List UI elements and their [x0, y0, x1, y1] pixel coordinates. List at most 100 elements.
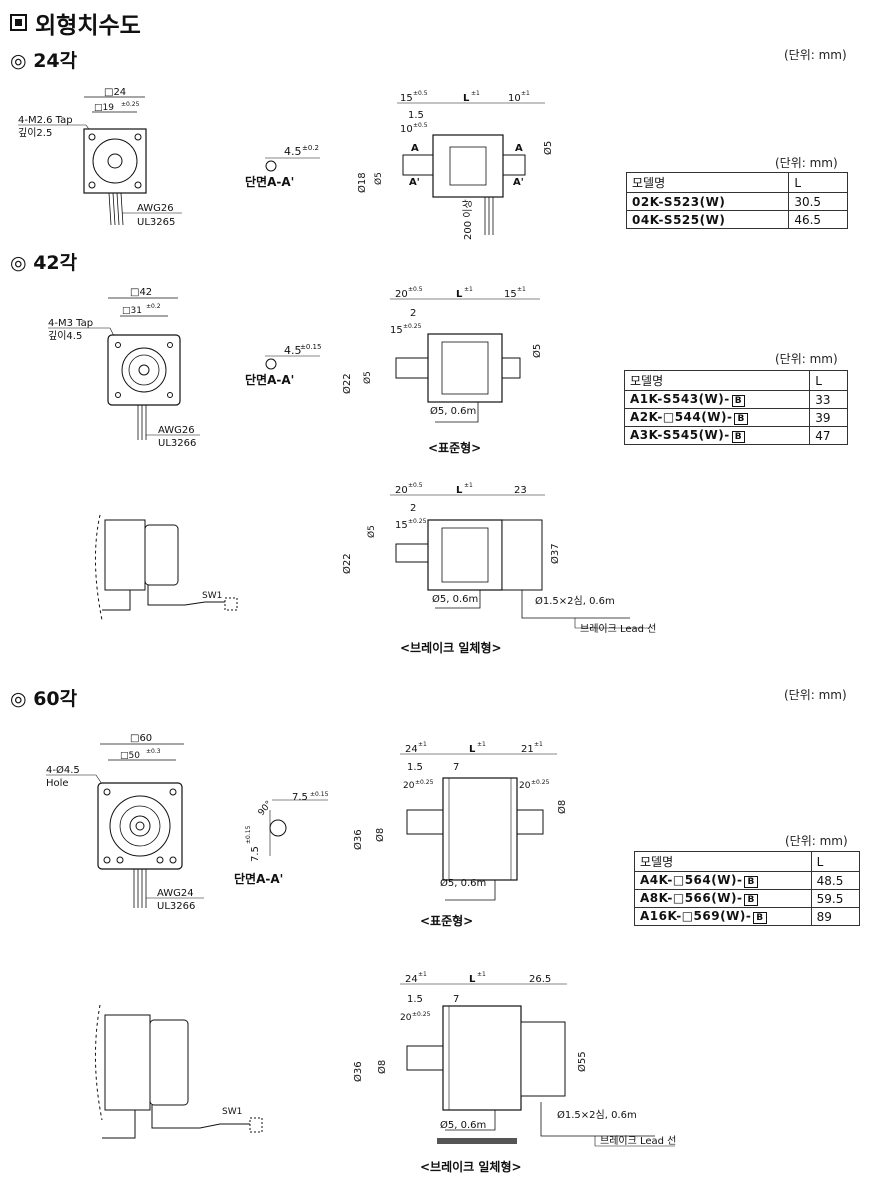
svg-text:UL3266: UL3266 — [157, 901, 195, 912]
table-header-L: L — [788, 172, 848, 193]
svg-text:±1: ±1 — [477, 741, 486, 748]
section-title-24: ◎ 24각 — [10, 50, 78, 72]
table-unit-24: (단위: mm) — [775, 156, 838, 170]
svg-text:±0.25: ±0.25 — [121, 101, 140, 108]
unit-label: (단위: mm) — [784, 688, 847, 702]
svg-text:UL3266: UL3266 — [158, 438, 196, 449]
svg-text:2: 2 — [410, 503, 416, 514]
svg-text:L: L — [463, 93, 470, 104]
svg-text:26.5: 26.5 — [529, 974, 551, 985]
svg-text:10: 10 — [508, 93, 521, 104]
table-unit-60: (단위: mm) — [785, 834, 848, 848]
svg-text:Ø18: Ø18 — [356, 172, 368, 193]
svg-text:1.5: 1.5 — [408, 110, 424, 121]
svg-text:Ø37: Ø37 — [549, 543, 561, 564]
svg-text:±1: ±1 — [471, 90, 480, 97]
svg-text:AWG26: AWG26 — [137, 203, 174, 214]
svg-text:Ø5: Ø5 — [366, 525, 377, 538]
svg-text:20: 20 — [519, 781, 531, 791]
svg-text:AWG24: AWG24 — [157, 888, 194, 899]
svg-text:90°: 90° — [257, 799, 275, 818]
unit-label: (단위: mm) — [784, 48, 847, 62]
section-title-42: ◎ 42각 — [10, 252, 78, 274]
side-view-42: 20 ±0.5 L ±1 15 ±1 2 15 ±0.25 Ø22 Ø5 Ø5 … — [341, 286, 543, 455]
brake-badge: B — [731, 395, 746, 407]
svg-text:□60: □60 — [130, 733, 152, 744]
front-view-60: □60 □50 ±0.3 4-Ø4.5 Hole AWG24 UL3266 — [46, 733, 204, 912]
svg-text:<브레이크 일체형>: <브레이크 일체형> — [420, 1159, 522, 1174]
svg-text:1.5: 1.5 — [407, 994, 423, 1005]
svg-text:±0.2: ±0.2 — [302, 144, 319, 152]
svg-text:15: 15 — [395, 520, 408, 531]
brake-motor-sketch-60: SW1 — [94, 1004, 263, 1139]
svg-text:Ø36: Ø36 — [352, 1061, 364, 1082]
svg-text:±0.15: ±0.15 — [245, 825, 252, 844]
svg-text:21: 21 — [521, 744, 534, 755]
svg-text:Ø5, 0.6m: Ø5, 0.6m — [440, 877, 486, 889]
svg-text:브레이크 Lead 선: 브레이크 Lead 선 — [600, 1135, 676, 1147]
svg-text:단면A-A': 단면A-A' — [245, 174, 294, 189]
svg-text:Ø5: Ø5 — [373, 172, 384, 185]
svg-text:AWG26: AWG26 — [158, 425, 195, 436]
svg-text:±0.25: ±0.25 — [531, 779, 550, 786]
table-header-model: 모델명 — [625, 172, 790, 193]
svg-text:<표준형>: <표준형> — [420, 913, 473, 928]
svg-text:±0.25: ±0.25 — [403, 323, 422, 330]
svg-text:±1: ±1 — [517, 286, 526, 293]
svg-text:Ø5, 0.6m: Ø5, 0.6m — [430, 405, 476, 417]
square-bullet-icon — [10, 14, 27, 31]
svg-text:20: 20 — [403, 781, 415, 791]
svg-text:깊이2.5: 깊이2.5 — [18, 127, 52, 139]
svg-text:SW1: SW1 — [202, 591, 222, 601]
brake-badge: B — [734, 413, 748, 425]
svg-text:단면A-A': 단면A-A' — [234, 871, 283, 886]
svg-text:±1: ±1 — [521, 90, 530, 97]
svg-text:Ø8: Ø8 — [374, 828, 386, 842]
svg-text:Ø5, 0.6m: Ø5, 0.6m — [440, 1119, 486, 1131]
svg-text:24: 24 — [405, 974, 418, 985]
svg-text:Ø1.5×2심, 0.6m: Ø1.5×2심, 0.6m — [557, 1109, 637, 1121]
svg-text:20: 20 — [400, 1013, 412, 1023]
svg-text:4.5: 4.5 — [284, 145, 302, 158]
svg-text:±1: ±1 — [534, 741, 543, 748]
section-view-24: 4.5 ±0.2 단면A-A' — [245, 144, 320, 189]
svg-text:±0.15: ±0.15 — [300, 343, 321, 351]
brake-badge: B — [744, 894, 758, 906]
svg-text:10: 10 — [400, 124, 413, 135]
svg-text:7: 7 — [453, 762, 459, 773]
svg-text:±0.25: ±0.25 — [408, 518, 427, 525]
section-view-42: 4.5 ±0.15 단면A-A' — [245, 343, 321, 387]
svg-text:Ø5: Ø5 — [531, 344, 543, 358]
svg-text:20: 20 — [395, 485, 408, 496]
svg-text:브레이크 Lead 선: 브레이크 Lead 선 — [580, 623, 656, 635]
svg-text:Ø5: Ø5 — [362, 371, 373, 384]
page-title: 외형치수도 — [10, 6, 141, 40]
brake-badge: B — [731, 431, 746, 443]
section-view-60: 7.5 ±0.15 90° 7.5 ±0.15 단면A-A' — [234, 791, 329, 886]
brake-motor-sketch-42: SW1 — [94, 514, 238, 621]
svg-text:깊이4.5: 깊이4.5 — [48, 330, 82, 342]
svg-text:□19: □19 — [94, 103, 114, 113]
svg-text:15: 15 — [390, 325, 403, 336]
svg-text:4.5: 4.5 — [284, 344, 302, 357]
svg-text:±0.5: ±0.5 — [408, 286, 423, 293]
svg-text:□50: □50 — [120, 751, 140, 761]
svg-text:Ø55: Ø55 — [576, 1051, 588, 1072]
svg-text:7: 7 — [453, 994, 459, 1005]
svg-text:4-Ø4.5: 4-Ø4.5 — [46, 764, 80, 776]
svg-text:23: 23 — [514, 485, 527, 496]
svg-text:±0.5: ±0.5 — [413, 90, 428, 97]
section-title-60: ◎ 60각 — [10, 688, 78, 710]
svg-text:24: 24 — [405, 744, 418, 755]
svg-text:15: 15 — [504, 289, 517, 300]
svg-text:Ø36: Ø36 — [352, 829, 364, 850]
svg-text:□42: □42 — [130, 287, 152, 298]
side-view-24: 15 ±0.5 L ±1 10 ±1 1.5 10 ±0.5 A A' A A'… — [356, 90, 554, 240]
